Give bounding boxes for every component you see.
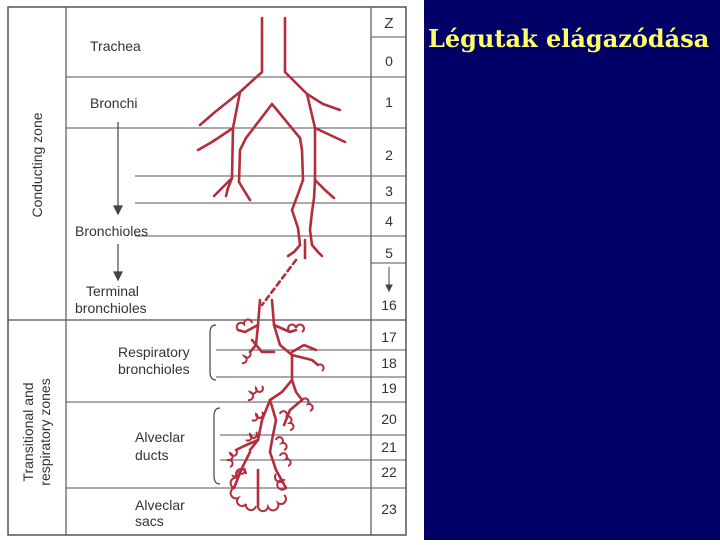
left-branch-3a: [212, 176, 234, 198]
terminal-bronchioles-label-1: Terminal: [86, 283, 139, 299]
generation-number: 21: [381, 439, 397, 455]
generation-number: 1: [385, 94, 393, 110]
respiratory-bronchioles-label-2: bronchioles: [118, 361, 190, 377]
left-bronchus-upper: [198, 90, 242, 127]
terminal-left: [236, 298, 262, 334]
generation-number: 18: [381, 355, 397, 371]
generation-number: 2: [385, 147, 393, 163]
bronchiole-left: [290, 208, 302, 247]
generation-number: 23: [381, 501, 397, 517]
right-bronchus-inner: [298, 136, 305, 182]
terminal-dashed: [260, 258, 298, 307]
airway-diagram: Conducting zone Transitional and respira…: [7, 6, 407, 536]
alveoli: [224, 318, 325, 513]
generation-number: 4: [385, 213, 393, 229]
right-bronchus-branch: [313, 126, 347, 144]
generation-numbers: 0 1 2 3 4 5 16 17 18 19 20 21 22 23: [381, 53, 397, 517]
diagram-frame: [7, 6, 407, 536]
conducting-zone-label: Conducting zone: [29, 112, 45, 217]
right-bronchus-upper: [305, 92, 342, 112]
generation-arrow: [385, 267, 393, 293]
generation-number: 0: [385, 53, 393, 69]
zone-brackets: [209, 324, 221, 485]
bronchiole-right: [308, 210, 314, 247]
generation-header: Z: [384, 15, 393, 32]
airway-tree: [196, 16, 347, 507]
alveolar-sacs-label-2: sacs: [135, 513, 164, 529]
generation-number: 19: [381, 380, 397, 396]
generation-number: 20: [381, 411, 397, 427]
left-branch-3b: [237, 180, 252, 202]
alveolar-ducts-label-2: ducts: [135, 447, 168, 463]
generation-number: 5: [385, 245, 393, 261]
trachea-label: Trachea: [90, 38, 141, 54]
transitional-zone-label-1: Transitional and: [20, 382, 36, 481]
trachea-left-wall: [230, 16, 264, 180]
transitional-zone-label-2: respiratory zones: [37, 378, 53, 485]
generation-number: 22: [381, 464, 397, 480]
diagram-panel: Conducting zone Transitional and respira…: [7, 6, 407, 536]
carina: [244, 102, 302, 140]
alveolar-sacs-label-1: Alveclar: [135, 497, 185, 513]
terminal-bronchioles-label-2: bronchioles: [75, 300, 147, 316]
right-branch-3b: [290, 178, 305, 212]
alveolar-ducts-label-1: Alveclar: [135, 429, 185, 445]
generation-number: 3: [385, 183, 393, 199]
bronchioles-label: Bronchioles: [75, 223, 148, 239]
terminal-right: [270, 298, 298, 334]
slide-title: Légutak elágazódása: [428, 24, 710, 53]
progression-arrows: [113, 122, 123, 282]
left-bronchus-branch: [196, 126, 235, 152]
generation-number: 17: [381, 329, 397, 345]
bronchi-label: Bronchi: [90, 95, 137, 111]
generation-number: 16: [381, 297, 397, 313]
title-panel: [424, 0, 720, 540]
right-branch-3a: [313, 178, 336, 200]
respiratory-bronchioles-label-1: Respiratory: [118, 344, 190, 360]
left-bronchus-inner: [237, 136, 248, 184]
trachea-right-wall: [283, 16, 317, 182]
generation-lines: [66, 36, 406, 489]
